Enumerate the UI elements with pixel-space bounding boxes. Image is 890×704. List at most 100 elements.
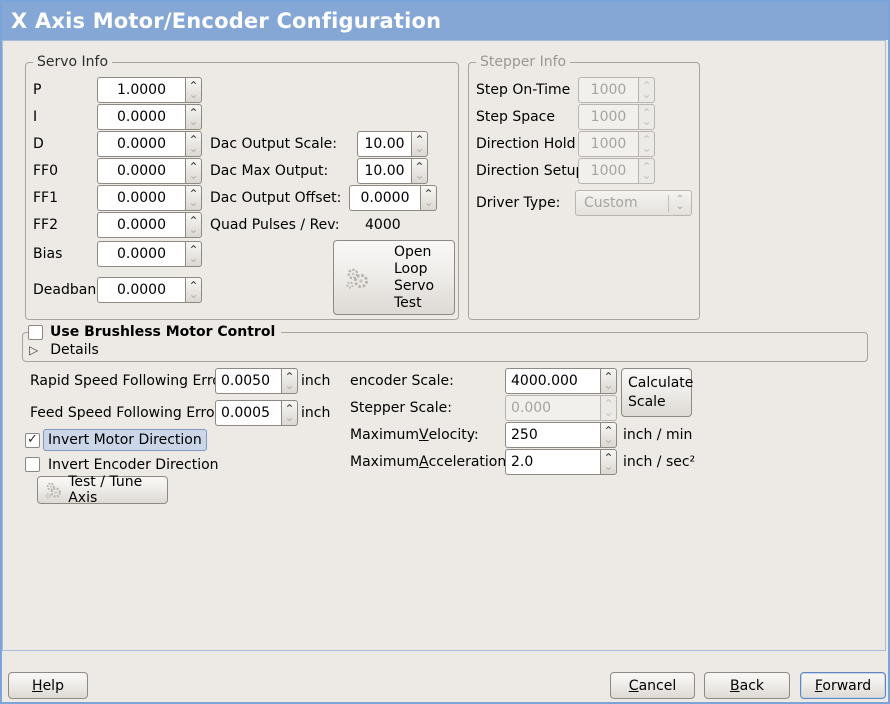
servo-i-spinbox[interactable]: 0.0000 ⌃⌄ bbox=[97, 104, 202, 130]
spin-down-icon[interactable]: ⌄ bbox=[414, 168, 425, 182]
max-accel-value[interactable]: 2.0 bbox=[505, 449, 600, 475]
servo-ff0-spinbox[interactable]: 0.0000 ⌃⌄ bbox=[97, 158, 202, 184]
servo-bias-label: Bias bbox=[33, 246, 63, 262]
max-accel-spinbox[interactable]: 2.0 ⌃⌄ bbox=[505, 449, 617, 475]
spin-down-icon[interactable]: ⌄ bbox=[188, 114, 199, 128]
spinner[interactable]: ⌃⌄ bbox=[600, 422, 617, 448]
servo-ff1-spinbox[interactable]: 0.0000 ⌃⌄ bbox=[97, 185, 202, 211]
servo-p-value[interactable]: 1.0000 bbox=[97, 77, 185, 103]
spinner[interactable]: ⌃⌄ bbox=[600, 449, 617, 475]
spin-down-icon[interactable]: ⌄ bbox=[423, 195, 434, 209]
servo-bias-spinbox[interactable]: 0.0000 ⌃⌄ bbox=[97, 241, 202, 267]
brushless-checkbox[interactable] bbox=[28, 324, 43, 340]
spin-up-icon[interactable]: ⌃ bbox=[188, 79, 199, 93]
spin-up-icon[interactable]: ⌃ bbox=[188, 187, 199, 201]
help-button[interactable]: Help bbox=[8, 672, 88, 699]
spin-down-icon[interactable]: ⌄ bbox=[188, 168, 199, 182]
servo-d-value[interactable]: 0.0000 bbox=[97, 131, 185, 157]
spin-up-icon[interactable]: ⌃ bbox=[188, 214, 199, 228]
spin-down-icon[interactable]: ⌄ bbox=[188, 287, 199, 301]
expander-arrow-icon[interactable]: ▷ bbox=[29, 343, 39, 357]
dac-max-output-spinbox[interactable]: 10.00 ⌃⌄ bbox=[357, 158, 428, 184]
spin-down-icon: ⌄ bbox=[641, 114, 652, 128]
calculate-scale-button[interactable]: Calculate Scale bbox=[621, 368, 693, 417]
spin-up-icon[interactable]: ⌃ bbox=[414, 133, 425, 147]
servo-bias-value[interactable]: 0.0000 bbox=[97, 241, 185, 267]
invert-encoder-label[interactable]: Invert Encoder Direction bbox=[48, 457, 219, 473]
back-button[interactable]: Back bbox=[704, 672, 790, 699]
spin-down-icon[interactable]: ⌄ bbox=[284, 378, 295, 392]
cancel-button[interactable]: Cancel bbox=[610, 672, 695, 699]
dac-output-scale-spinbox[interactable]: 10.00 ⌃⌄ bbox=[357, 131, 428, 157]
servo-ff2-spinbox[interactable]: 0.0000 ⌃⌄ bbox=[97, 212, 202, 238]
spinner[interactable]: ⌃⌄ bbox=[281, 368, 298, 394]
spin-up-icon[interactable]: ⌃ bbox=[188, 279, 199, 293]
servo-ff1-value[interactable]: 0.0000 bbox=[97, 185, 185, 211]
spinner[interactable]: ⌃⌄ bbox=[185, 77, 202, 103]
spin-up-icon[interactable]: ⌃ bbox=[423, 187, 434, 201]
max-velocity-value[interactable]: 250 bbox=[505, 422, 600, 448]
spin-up-icon[interactable]: ⌃ bbox=[188, 106, 199, 120]
invert-encoder-checkbox[interactable] bbox=[25, 457, 40, 472]
spin-down-icon[interactable]: ⌄ bbox=[603, 432, 614, 446]
spin-down-icon[interactable]: ⌄ bbox=[603, 378, 614, 392]
spin-down-icon[interactable]: ⌄ bbox=[603, 459, 614, 473]
invert-motor-label[interactable]: Invert Motor Direction bbox=[43, 429, 207, 451]
servo-d-spinbox[interactable]: 0.0000 ⌃⌄ bbox=[97, 131, 202, 157]
spin-down-icon[interactable]: ⌄ bbox=[188, 222, 199, 236]
spin-down-icon[interactable]: ⌄ bbox=[188, 195, 199, 209]
spinner[interactable]: ⌃⌄ bbox=[185, 212, 202, 238]
feed-ferror-value[interactable]: 0.0005 bbox=[215, 400, 281, 426]
dac-output-scale-value[interactable]: 10.00 bbox=[357, 131, 411, 157]
spinner[interactable]: ⌃⌄ bbox=[600, 368, 617, 394]
spinner[interactable]: ⌃⌄ bbox=[185, 277, 202, 303]
spin-down-icon[interactable]: ⌄ bbox=[188, 141, 199, 155]
spinner[interactable]: ⌃⌄ bbox=[411, 158, 428, 184]
max-velocity-spinbox[interactable]: 250 ⌃⌄ bbox=[505, 422, 617, 448]
servo-i-value[interactable]: 0.0000 bbox=[97, 104, 185, 130]
rapid-ferror-spinbox[interactable]: 0.0050 ⌃⌄ bbox=[215, 368, 298, 394]
spin-up-icon[interactable]: ⌃ bbox=[603, 451, 614, 465]
encoder-scale-spinbox[interactable]: 4000.000 ⌃⌄ bbox=[505, 368, 617, 394]
spinner[interactable]: ⌃⌄ bbox=[185, 104, 202, 130]
spin-up-icon[interactable]: ⌃ bbox=[284, 402, 295, 416]
spin-up-icon[interactable]: ⌃ bbox=[603, 424, 614, 438]
spinner: ⌃⌄ bbox=[638, 131, 655, 157]
spinner[interactable]: ⌃⌄ bbox=[185, 185, 202, 211]
spinner[interactable]: ⌃⌄ bbox=[185, 131, 202, 157]
feed-ferror-spinbox[interactable]: 0.0005 ⌃⌄ bbox=[215, 400, 298, 426]
spinner[interactable]: ⌃⌄ bbox=[281, 400, 298, 426]
servo-ff0-value[interactable]: 0.0000 bbox=[97, 158, 185, 184]
spinner[interactable]: ⌃⌄ bbox=[411, 131, 428, 157]
forward-button[interactable]: Forward bbox=[800, 672, 886, 699]
details-label: Details bbox=[50, 342, 99, 358]
servo-d-label: D bbox=[33, 136, 44, 152]
encoder-scale-value[interactable]: 4000.000 bbox=[505, 368, 600, 394]
spin-up-icon[interactable]: ⌃ bbox=[188, 160, 199, 174]
invert-motor-checkbox[interactable]: ✓ bbox=[25, 433, 40, 448]
servo-p-spinbox[interactable]: 1.0000 ⌃⌄ bbox=[97, 77, 202, 103]
dac-max-output-value[interactable]: 10.00 bbox=[357, 158, 411, 184]
open-loop-servo-test-button[interactable]: Open Loop Servo Test bbox=[333, 240, 455, 315]
test-tune-axis-button[interactable]: Test / Tune Axis bbox=[37, 474, 168, 506]
rapid-ferror-value[interactable]: 0.0050 bbox=[215, 368, 281, 394]
dac-output-offset-value[interactable]: 0.0000 bbox=[349, 185, 420, 211]
dac-output-offset-spinbox[interactable]: 0.0000 ⌃⌄ bbox=[349, 185, 437, 211]
spin-up-icon[interactable]: ⌃ bbox=[188, 133, 199, 147]
spin-up-icon[interactable]: ⌃ bbox=[188, 243, 199, 257]
spin-up-icon[interactable]: ⌃ bbox=[284, 370, 295, 384]
servo-deadband-spinbox[interactable]: 0.0000 ⌃⌄ bbox=[97, 277, 202, 303]
spinner[interactable]: ⌃⌄ bbox=[185, 241, 202, 267]
spin-down-icon[interactable]: ⌄ bbox=[188, 87, 199, 101]
spin-down-icon[interactable]: ⌄ bbox=[284, 410, 295, 424]
spin-up-icon[interactable]: ⌃ bbox=[414, 160, 425, 174]
brushless-legend: Use Brushless Motor Control bbox=[28, 323, 282, 341]
spinner[interactable]: ⌃⌄ bbox=[420, 185, 437, 211]
spin-up-icon[interactable]: ⌃ bbox=[603, 370, 614, 384]
servo-deadband-value[interactable]: 0.0000 bbox=[97, 277, 185, 303]
servo-ff2-value[interactable]: 0.0000 bbox=[97, 212, 185, 238]
spinner[interactable]: ⌃⌄ bbox=[185, 158, 202, 184]
spin-down-icon[interactable]: ⌄ bbox=[414, 141, 425, 155]
details-expander[interactable]: ▷ Details bbox=[29, 342, 99, 358]
spin-down-icon[interactable]: ⌄ bbox=[188, 251, 199, 265]
